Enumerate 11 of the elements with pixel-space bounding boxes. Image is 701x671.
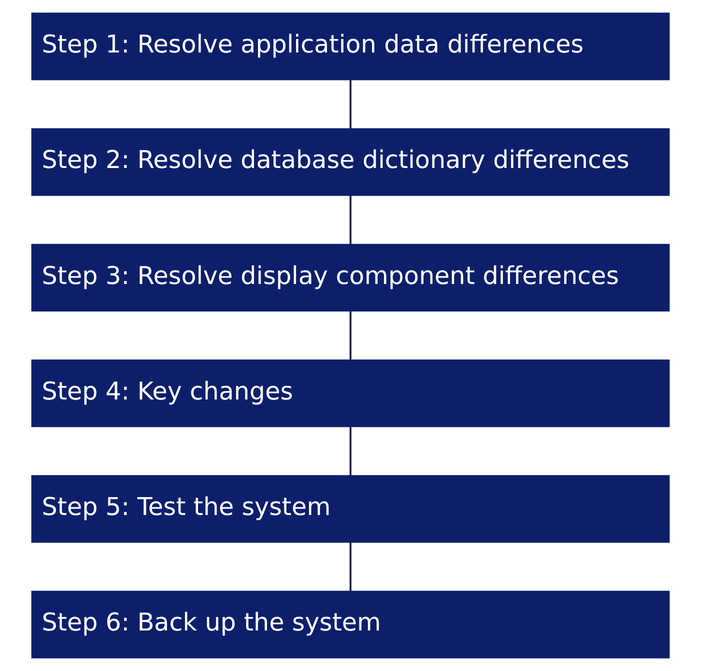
connector — [350, 80, 352, 129]
node-box: Step 6: Back up the system — [31, 590, 670, 658]
node-box: Step 5: Test the system — [31, 475, 670, 543]
node-box: Step 4: Key changes — [31, 359, 670, 428]
connector — [350, 311, 352, 360]
node-box: Step 2: Resolve database dictionary differences — [31, 128, 670, 196]
connector — [350, 426, 352, 476]
connector — [350, 195, 352, 244]
connector — [350, 542, 352, 592]
node-box: Step 1: Resolve application data differences — [31, 12, 670, 80]
node-box: Step 3: Resolve display component differences — [31, 244, 670, 312]
